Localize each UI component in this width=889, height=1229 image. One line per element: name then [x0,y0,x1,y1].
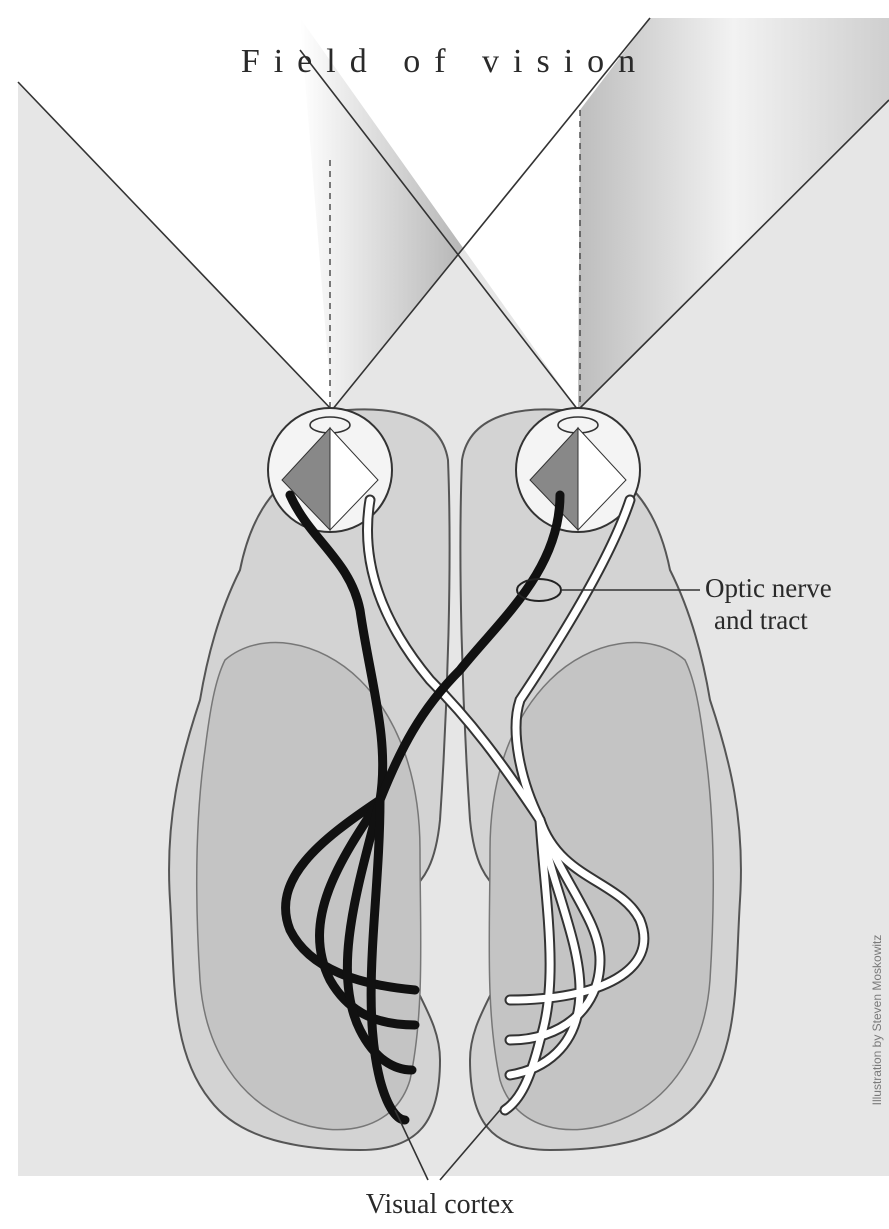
left-occipital-lobe [197,643,421,1130]
illustration-credit: Illustration by Steven Moskowitz [870,935,884,1106]
visual-cortex-label: Visual cortex [366,1189,514,1220]
field-of-vision-title: Field of vision [241,43,649,80]
